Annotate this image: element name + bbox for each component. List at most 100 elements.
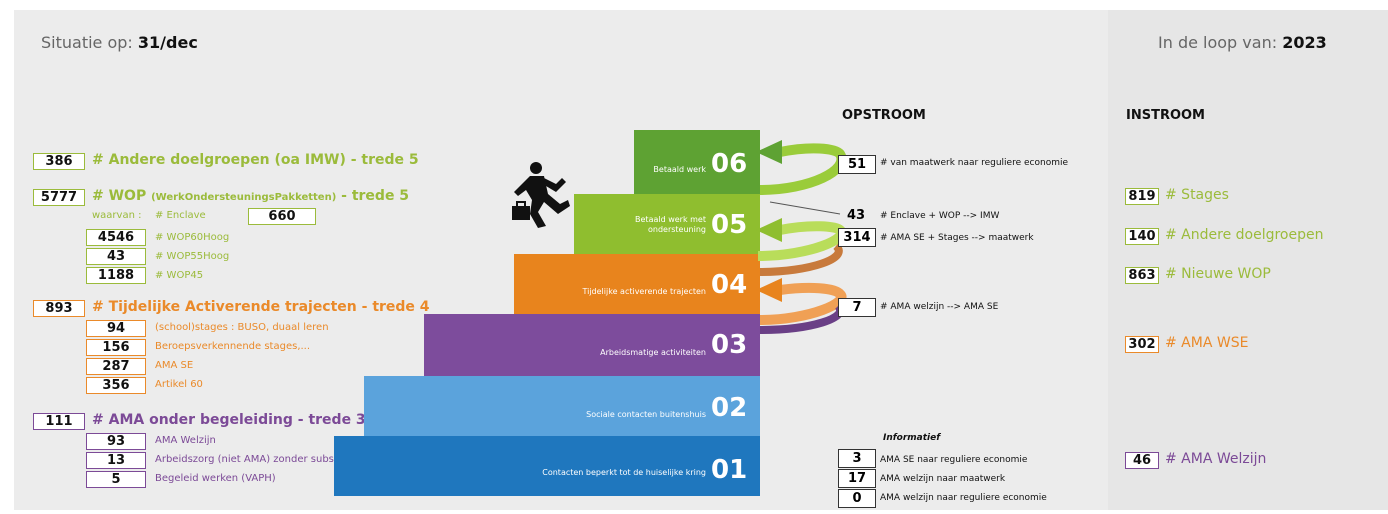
wop-waarvan: waarvan : <box>92 210 142 221</box>
stair-label-05-line2: ondersteuning <box>648 225 706 234</box>
instroom-value-4: 302 <box>1128 337 1156 352</box>
instroom-label-2: # Andere doelgroepen <box>1165 227 1324 243</box>
ama-value-box: 111 <box>33 413 85 430</box>
wop-label-post: - trede 5 <box>341 188 410 204</box>
andere-value-box: 386 <box>33 153 85 170</box>
stair-num-02: 02 <box>711 393 748 423</box>
andere-label: # Andere doelgroepen (oa IMW) - trede 5 <box>92 152 419 168</box>
tat-amase-value: 287 <box>102 359 130 374</box>
opstroom-title: OPSTROOM <box>842 108 926 123</box>
opstroom-value-4: 7 <box>852 300 862 315</box>
stair-label-04: Tijdelijke activerende trajecten <box>582 287 706 296</box>
tat-label: # Tijdelijke Activerende trajecten - tre… <box>92 299 430 315</box>
stair-step-04 <box>514 254 760 314</box>
arbeidszorg-value: 13 <box>106 453 126 468</box>
ama-label: # AMA onder begeleiding - trede 3 <box>92 412 366 428</box>
informatief-value-box-3: 0 <box>838 489 876 508</box>
instroom-value-box-5: 46 <box>1125 452 1159 469</box>
tat-stages-label: (school)stages : BUSO, duaal leren <box>155 322 329 333</box>
opstroom-value-2: 43 <box>846 208 866 223</box>
wop-value-box: 5777 <box>33 189 85 206</box>
andere-value: 386 <box>45 154 73 169</box>
opstroom-value-box-2: 43 <box>838 207 874 224</box>
instroom-value-box-2: 140 <box>1125 228 1159 245</box>
opstroom-value-3: 314 <box>843 230 871 245</box>
ama-welzijn-label: AMA Welzijn <box>155 435 216 446</box>
stair-label-06: Betaald werk <box>653 165 706 174</box>
instroom-label-3: # Nieuwe WOP <box>1165 266 1271 282</box>
instroom-label-4: # AMA WSE <box>1165 335 1249 351</box>
wop45-label: # WOP45 <box>155 270 204 281</box>
informatief-label-3: AMA welzijn naar reguliere economie <box>880 493 1047 503</box>
opstroom-value-box-3: 314 <box>838 228 876 247</box>
tat-art60-value-box: 356 <box>86 377 146 394</box>
instroom-value-box-3: 863 <box>1125 267 1159 284</box>
instroom-value-1: 819 <box>1128 189 1156 204</box>
informatief-title: Informatief <box>883 433 941 443</box>
wop45-value: 1188 <box>97 268 135 283</box>
begeleid-value: 5 <box>111 472 121 487</box>
situation-prefix: Situatie op: <box>41 33 133 52</box>
stair-step-05 <box>574 194 760 254</box>
arbeidszorg-label: Arbeidszorg (niet AMA) zonder subsidies <box>155 454 358 465</box>
opstroom-value-box-4: 7 <box>838 298 876 317</box>
stair-label-03: Arbeidsmatige activiteiten <box>600 348 706 357</box>
tat-beroeps-value-box: 156 <box>86 339 146 356</box>
tat-art60-label: Artikel 60 <box>155 379 203 390</box>
tat-beroeps-value: 156 <box>102 340 130 355</box>
enclave-label: # Enclave <box>155 210 206 221</box>
wop60-value-box: 4546 <box>86 229 146 246</box>
stair-num-05: 05 <box>711 210 748 240</box>
situation-date: 31/dec <box>137 33 198 52</box>
informatief-value-2: 17 <box>847 471 867 486</box>
arbeidszorg-value-box: 13 <box>86 452 146 469</box>
opstroom-label-1: # van maatwerk naar reguliere economie <box>880 158 1069 168</box>
stair-step-02 <box>364 376 760 436</box>
informatief-value-box-1: 3 <box>838 449 876 468</box>
instroom-title: INSTROOM <box>1126 108 1205 123</box>
wop45-value-box: 1188 <box>86 267 146 284</box>
tat-amase-label: AMA SE <box>155 360 194 371</box>
stair-num-03: 03 <box>711 330 748 360</box>
year-panel <box>1108 10 1388 510</box>
wop55-value: 43 <box>106 249 126 264</box>
enclave-value-box: 660 <box>248 208 316 225</box>
instroom-label-1: # Stages <box>1165 187 1229 203</box>
wop55-label: # WOP55Hoog <box>155 251 230 262</box>
ama-welzijn-value-box: 93 <box>86 433 146 450</box>
wop-label: # WOP (WerkOndersteuningsPakketten) - tr… <box>92 188 409 204</box>
instroom-value-box-4: 302 <box>1125 336 1159 353</box>
ama-welzijn-value: 93 <box>106 434 126 449</box>
opstroom-value-box-1: 51 <box>838 155 876 174</box>
wop55-value-box: 43 <box>86 248 146 265</box>
situation-header: Situatie op: 31/dec <box>41 33 198 52</box>
wop60-label: # WOP60Hoog <box>155 232 230 243</box>
begeleid-label: Begeleid werken (VAPH) <box>155 473 276 484</box>
tat-value: 893 <box>45 301 73 316</box>
stair-label-02: Sociale contacten buitenshuis <box>586 410 706 419</box>
tat-stages-value-box: 94 <box>86 320 146 337</box>
instroom-value-3: 863 <box>1128 268 1156 283</box>
year-header: In de loop van: 2023 <box>1158 33 1327 52</box>
enclave-value: 660 <box>268 209 296 224</box>
stair-label-05-line1: Betaald werk met <box>635 215 706 224</box>
instroom-value-box-1: 819 <box>1125 188 1159 205</box>
opstroom-label-2: # Enclave + WOP --> IMW <box>880 211 1000 221</box>
stair-label-01: Contacten beperkt tot de huiselijke krin… <box>542 468 706 477</box>
instroom-value-2: 140 <box>1128 229 1156 244</box>
ama-value: 111 <box>45 414 73 429</box>
instroom-value-5: 46 <box>1132 453 1152 468</box>
stair-step-01 <box>334 436 760 496</box>
tat-amase-value-box: 287 <box>86 358 146 375</box>
stair-num-04: 04 <box>711 270 748 300</box>
stair-num-06: 06 <box>711 149 748 179</box>
instroom-label-5: # AMA Welzijn <box>1165 451 1267 467</box>
runner-icon <box>512 162 570 228</box>
informatief-value-1: 3 <box>852 451 862 466</box>
stair-num-01: 01 <box>711 455 748 485</box>
opstroom-label-3: # AMA SE + Stages --> maatwerk <box>880 233 1034 243</box>
informatief-value-3: 0 <box>852 491 862 506</box>
tat-beroeps-label: Beroepsverkennende stages,... <box>155 341 311 352</box>
opstroom-arrows <box>756 140 847 334</box>
